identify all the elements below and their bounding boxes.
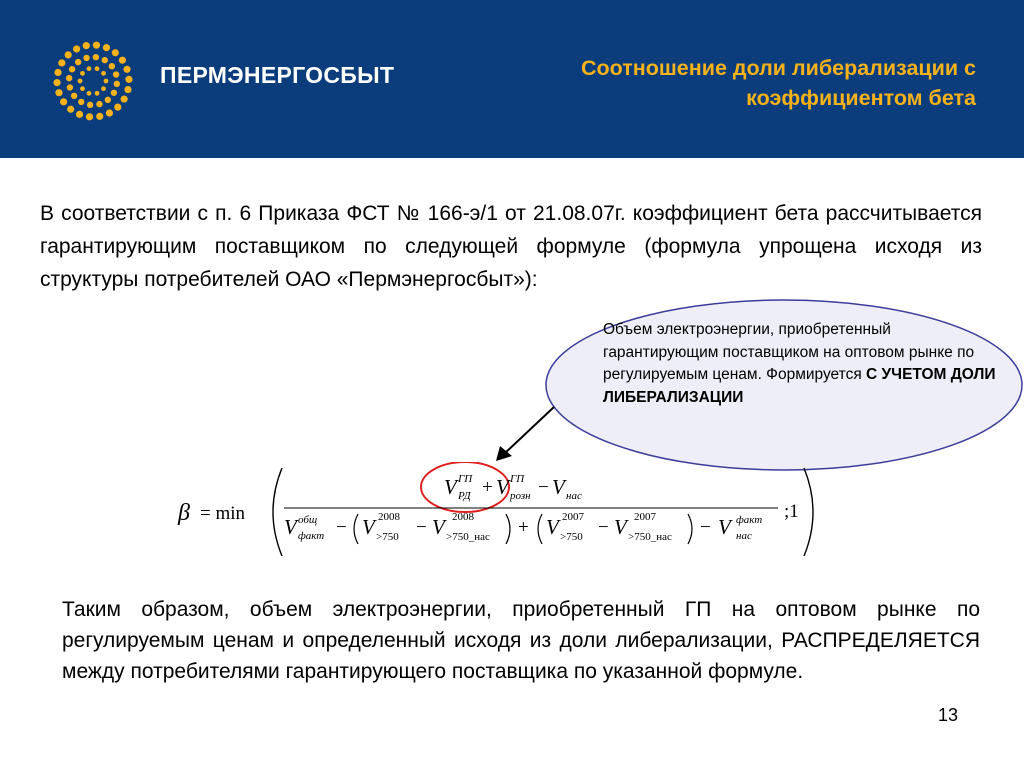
denom-v-2007a: V: [546, 515, 561, 539]
numerator-plus: +: [482, 477, 493, 498]
highlight-circle: [420, 462, 510, 513]
callout-arrow: [496, 406, 555, 461]
slide-title-line-1: Соотношение доли либерализации с: [580, 56, 976, 80]
denom-paren-2-right: [687, 513, 693, 545]
denom-v-2007a-sup: 2007: [562, 511, 585, 523]
numerator-v-rozn: V: [496, 475, 511, 499]
numerator-v-rd-sup: ГП: [457, 473, 473, 485]
beta-symbol: β: [177, 500, 190, 526]
denom-v-fakt: V: [284, 515, 299, 539]
denom-v-2008a-sup: 2008: [378, 511, 401, 523]
denom-v-nas-sub: нас: [736, 530, 752, 542]
eq-min: = min: [200, 503, 246, 524]
slide-title-line-2: коэффициентом бета: [746, 86, 976, 110]
denom-v-2008b-sup: 2008: [452, 511, 475, 523]
denom-v-2008b: V: [432, 515, 447, 539]
intro-paragraph: В соответствии с п. 6 Приказа ФСТ № 166-…: [40, 202, 982, 291]
denom-v-2007b: V: [614, 515, 629, 539]
denom-minus-1: −: [336, 517, 347, 538]
brand-name: ПЕРМЭНЕРГОСБЫТ: [160, 62, 395, 88]
numerator-v-nas: V: [552, 475, 567, 499]
callout-ellipse: [545, 299, 1023, 471]
page-number: 13: [938, 705, 959, 725]
sun-dots-icon: [53, 41, 133, 121]
denom-v-2007a-sub: >750: [560, 531, 583, 543]
numerator-v-rozn-sup: ГП: [509, 473, 525, 485]
denom-minus-2: −: [416, 517, 427, 538]
callout-emphasis: С УЧЕТОМ ДОЛИ ЛИБЕРАЛИЗАЦИИ: [603, 366, 996, 406]
formula-tail: ;1: [784, 501, 799, 522]
slide-header: ПЕРМЭНЕРГОСБЫТ Соотношение доли либерали…: [0, 0, 1024, 158]
denom-paren-1-right: [505, 513, 511, 545]
denom-v-2008a: V: [362, 515, 377, 539]
denom-minus-3: −: [598, 517, 609, 538]
numerator-v-nas-sub: нас: [566, 490, 582, 502]
callout-description: Объем электроэнергии, приобретенный гара…: [603, 321, 975, 383]
numerator-v-rd: V: [444, 475, 459, 499]
denom-paren-2-left: [537, 513, 543, 545]
numerator-v-rd-sub: РД: [457, 490, 472, 502]
denom-v-2008b-sub: >750_нас: [446, 531, 490, 543]
beta-formula: β = min V ГП РД + V ГП розн − V нас V об…: [177, 462, 814, 557]
denom-paren-1-left: [353, 513, 359, 545]
denom-v-2007b-sub: >750_нас: [628, 531, 672, 543]
denom-minus-4: −: [700, 517, 711, 538]
denom-v-fakt-sub: факт: [298, 530, 324, 542]
denom-plus: +: [518, 517, 529, 538]
denom-v-2008a-sub: >750: [376, 531, 399, 543]
numerator-minus: −: [538, 477, 549, 498]
denom-v-nas-sup: факт: [736, 514, 762, 526]
outer-paren-left: [272, 467, 283, 557]
numerator-v-rozn-sub: розн: [509, 490, 531, 502]
denom-v-2007b-sup: 2007: [634, 511, 657, 523]
conclusion-paragraph: Таким образом, объем электроэнергии, при…: [62, 598, 980, 683]
slide-title: Соотношение доли либерализации с коэффиц…: [456, 53, 976, 113]
callout-text: Объем электроэнергии, приобретенный гара…: [603, 319, 1003, 409]
denom-v-nas: V: [718, 515, 733, 539]
outer-paren-right: [803, 467, 814, 557]
denom-v-fakt-sup: общ: [298, 514, 317, 526]
